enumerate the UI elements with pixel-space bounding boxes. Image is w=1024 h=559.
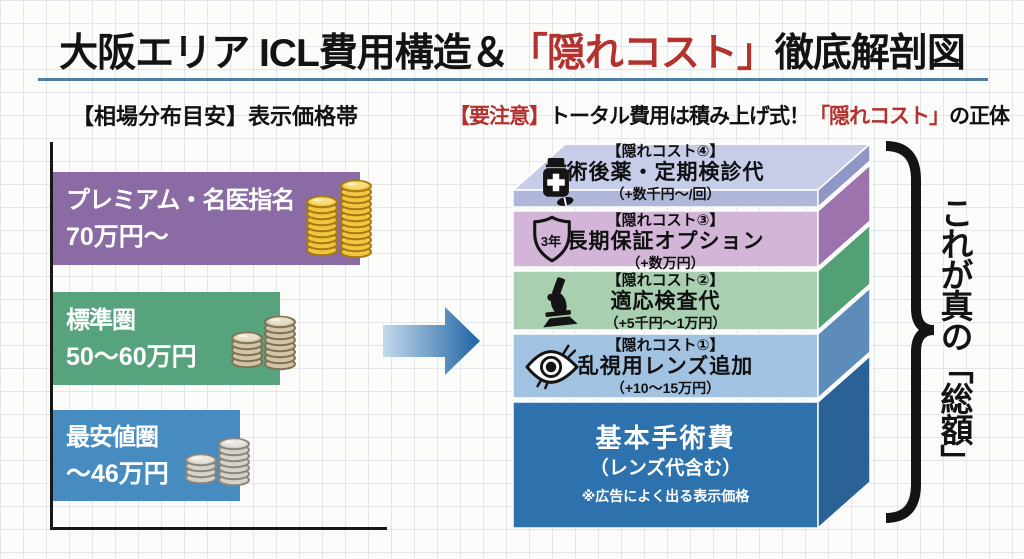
page-title-part1: 大阪エリア ICL費用構造＆ <box>59 32 510 75</box>
base-note: ※広告によく出る表示価格 <box>581 487 750 504</box>
bar-label: プレミアム・名医指名 <box>66 187 295 214</box>
shield-badge-text: 3年 <box>540 234 562 249</box>
true-total-label: これが真の「総額」 <box>936 196 973 475</box>
bar-label: 標準圏 <box>66 307 136 334</box>
layer3-name: 長期保証オプション <box>566 230 765 254</box>
base-sub: （レンズ代含む） <box>589 457 742 479</box>
bar-price: 〜46万円 <box>66 460 169 488</box>
right-panel-heading: 【要注意】トータル費用は積み上げ式！「隠れコスト」の正体 <box>434 100 1024 130</box>
layer2-name: 適応検査代 <box>610 290 721 314</box>
layer3-label: 【隠れコスト③】 長期保証オプション （+数万円） <box>513 212 818 271</box>
base-front <box>512 401 819 529</box>
base-name: 基本手術費 <box>595 423 736 453</box>
pill-bottle-icon <box>543 158 574 206</box>
coin-stack-tan-icon <box>231 315 296 371</box>
layer3-front <box>512 210 819 268</box>
right-heading-highlight: 「隠れコスト」 <box>809 105 950 128</box>
price-bar-cheapest: 最安値圏 〜46万円 <box>53 410 240 501</box>
bar-price: 50〜60万円 <box>66 343 197 371</box>
title-underline <box>38 78 988 81</box>
microscope-icon <box>543 277 578 328</box>
right-heading-tail: の正体 <box>949 105 1010 128</box>
layer2-price: （+5千円〜1万円） <box>604 314 727 331</box>
layer1-tag: 【隠れコスト①】 <box>606 337 725 354</box>
right-heading-mid: トータル費用は積み上げ式！ <box>549 105 810 128</box>
layer2-side <box>817 223 871 332</box>
page-title-part2: 徹底解剖図 <box>774 32 966 75</box>
curly-brace <box>885 141 935 523</box>
layer4-side <box>817 142 871 209</box>
bar-price: 70万円〜 <box>66 223 169 251</box>
layer1-label: 【隠れコスト①】 乱視用レンズ追加 （+10〜15万円） <box>513 337 818 396</box>
layer1-side <box>817 286 871 400</box>
page-title-highlight: 「隠れコスト」 <box>508 32 776 75</box>
layer4-name: 術後薬・定期検診代 <box>566 161 765 185</box>
layer3-tag: 【隠れコスト③】 <box>606 212 725 229</box>
layer4-tag: 【隠れコスト④】 <box>606 143 725 160</box>
layer4-price: （+数千円〜/回） <box>610 185 721 202</box>
layer3-price: （+数万円） <box>626 254 705 271</box>
left-panel-heading: 【相場分布目安】表示価格帯 <box>71 104 358 129</box>
layer1-price: （+10〜15万円） <box>610 379 721 396</box>
base-side <box>817 354 871 530</box>
page-title: 大阪エリア ICL費用構造＆「隠れコスト」徹底解剖図 <box>0 22 1024 78</box>
shield-3year-icon <box>533 215 571 263</box>
layer2-tag: 【隠れコスト②】 <box>606 272 725 289</box>
layer2-label: 【隠れコスト②】 適応検査代 （+5千円〜1万円） <box>513 272 818 331</box>
base-layer-label: 基本手術費 （レンズ代含む） ※広告によく出る表示価格 <box>513 423 818 504</box>
layer4-label: 【隠れコスト④】 術後薬・定期検診代 （+数千円〜/回） <box>513 143 818 202</box>
x-axis-line <box>50 527 387 530</box>
eye-icon <box>525 344 579 390</box>
cost-stack-3d <box>510 142 873 530</box>
layer1-name: 乱視用レンズ追加 <box>577 355 754 379</box>
bar-label: 最安値圏 <box>66 424 159 451</box>
arrow-right-icon <box>383 307 480 375</box>
coin-stack-silver-icon <box>185 437 250 487</box>
right-heading-warn: 【要注意】 <box>449 105 550 128</box>
coin-stack-gold-icon <box>306 179 372 259</box>
y-axis-line <box>50 142 53 530</box>
layer3-side <box>817 163 871 269</box>
